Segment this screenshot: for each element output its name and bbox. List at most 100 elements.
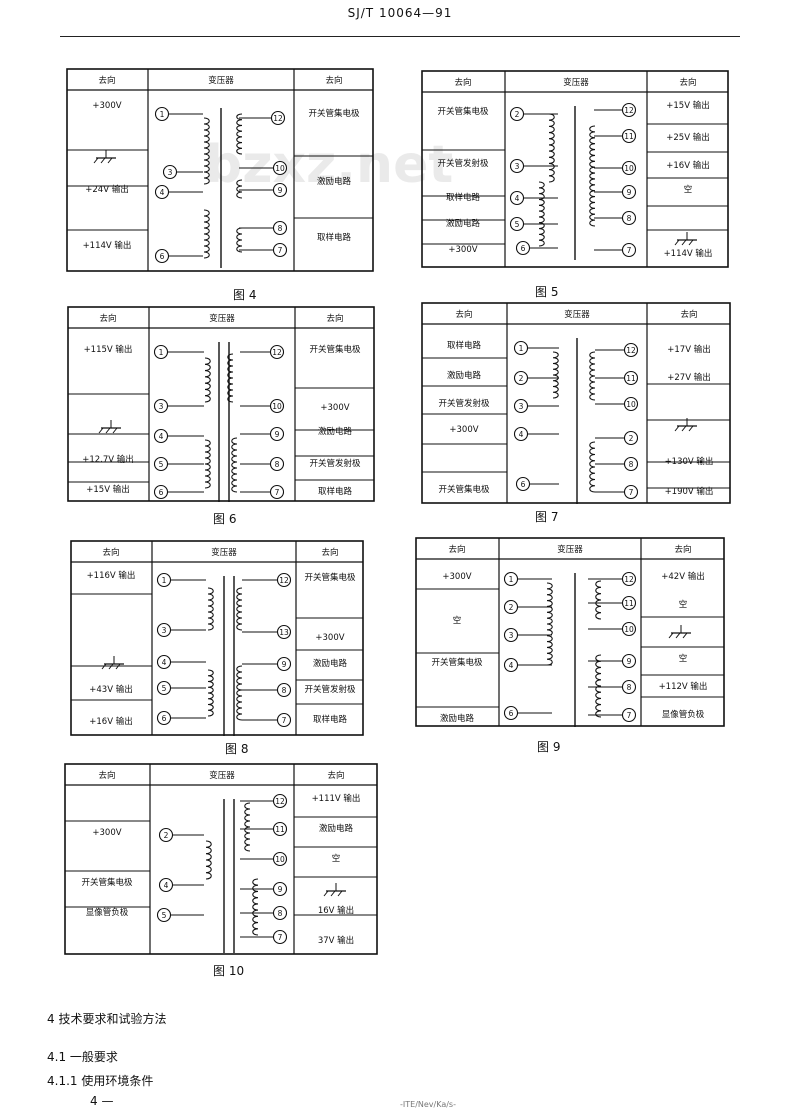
pin-number: 7 <box>278 933 283 942</box>
pin-number: 2 <box>519 374 524 383</box>
pin-circle <box>269 426 285 442</box>
pin-number: 1 <box>509 575 514 584</box>
right-destination: 开关管发射极 <box>304 684 356 695</box>
pin-circle <box>156 907 172 923</box>
ground-hatch <box>674 425 680 432</box>
figure-caption: 图 6 <box>213 512 237 526</box>
pin-number: 4 <box>164 881 169 890</box>
head-left: 去向 <box>455 309 472 320</box>
footer-mark: -ITE/Nev/Ka/s- <box>400 1100 456 1109</box>
left-destination: +114V 输出 <box>83 240 132 251</box>
ground-hatch <box>98 427 104 434</box>
pin-number: 8 <box>629 460 634 469</box>
winding <box>595 654 602 718</box>
table-frame <box>415 537 725 727</box>
pin-number: 1 <box>162 576 167 585</box>
head-right: 去向 <box>327 770 344 781</box>
pin-number: 8 <box>278 224 283 233</box>
head-mid: 变压器 <box>211 547 237 558</box>
winding <box>548 113 555 183</box>
pin-number: 6 <box>509 709 514 718</box>
winding <box>236 227 243 253</box>
left-destination: 开关管集电极 <box>437 106 489 117</box>
pin-number: 5 <box>515 220 520 229</box>
right-destination: 取样电路 <box>317 232 352 243</box>
right-destination: +300V <box>315 633 344 643</box>
ground-hatch <box>112 427 118 434</box>
ground-hatch <box>100 157 106 164</box>
right-destination: 激励电路 <box>313 658 348 669</box>
pin-number: 3 <box>519 402 524 411</box>
pin-number: 12 <box>272 348 282 357</box>
head-right: 去向 <box>321 547 338 558</box>
winding <box>236 179 243 199</box>
right-destination: +130V 输出 <box>665 456 714 467</box>
pin-circle <box>276 624 292 640</box>
ground-hatch <box>115 663 121 670</box>
figure-8: 去向变压器去向+116V 输出+43V 输出+16V 输出开关管集电极+300V… <box>70 540 364 736</box>
winding <box>203 117 210 185</box>
pin-circle <box>623 370 639 386</box>
pin-circle <box>153 428 169 444</box>
head-left: 去向 <box>454 77 471 88</box>
pin-circle <box>156 572 172 588</box>
head-left: 去向 <box>98 75 115 86</box>
pin-number: 8 <box>278 909 283 918</box>
pin-circle <box>270 110 286 126</box>
pin-number: 6 <box>162 714 167 723</box>
pin-circle <box>158 877 174 893</box>
pin-circle <box>276 572 292 588</box>
left-destination: 开关管发射极 <box>437 158 489 169</box>
right-destination: +190V 输出 <box>665 486 714 497</box>
pin-number: 10 <box>626 400 636 409</box>
head-mid: 变压器 <box>564 309 590 320</box>
right-destination: 取样电路 <box>313 714 348 725</box>
pin-number: 11 <box>626 374 636 383</box>
transformer-diagram: 去向变压器去向+115V 输出+12.7V 输出+15V 输出开关管集电极+30… <box>67 306 375 502</box>
left-destination: +116V 输出 <box>87 570 136 581</box>
ground-hatch <box>674 239 680 246</box>
pin-number: 7 <box>629 488 634 497</box>
pin-number: 9 <box>627 657 632 666</box>
pin-circle <box>153 344 169 360</box>
left-destination: +300V <box>442 572 471 582</box>
right-destination: 空 <box>332 853 341 864</box>
figure-caption: 图 5 <box>535 285 559 299</box>
winding <box>227 353 234 403</box>
winding <box>207 669 214 717</box>
pin-circle <box>158 827 174 843</box>
pin-number: 8 <box>282 686 287 695</box>
right-destination: 37V 输出 <box>318 935 354 946</box>
pin-circle <box>621 621 637 637</box>
pin-number: 9 <box>627 188 632 197</box>
pin-circle <box>272 160 288 176</box>
winding <box>236 665 243 721</box>
pin-circle <box>621 679 637 695</box>
pin-circle <box>503 599 519 615</box>
right-destination: 激励电路 <box>317 176 352 187</box>
left-destination: 开关管集电极 <box>81 877 133 888</box>
pin-circle <box>269 398 285 414</box>
right-destination: 空 <box>684 184 693 195</box>
pin-circle <box>513 398 529 414</box>
winding <box>252 878 259 936</box>
left-destination: 开关管发射极 <box>438 398 490 409</box>
left-destination: +300V <box>92 101 121 111</box>
right-destination: +25V 输出 <box>666 132 709 143</box>
ground-hatch <box>688 239 694 246</box>
pin-circle <box>272 182 288 198</box>
left-destination: 激励电路 <box>447 370 482 381</box>
right-destination: +42V 输出 <box>661 571 704 582</box>
subsubsection-heading: 4.1.1 使用环境条件 <box>47 1074 154 1088</box>
winding <box>595 580 602 620</box>
table-frame <box>66 68 374 272</box>
pin-number: 1 <box>160 110 165 119</box>
pin-number: 7 <box>278 246 283 255</box>
figure-caption: 图 4 <box>233 288 257 302</box>
figure-caption: 图 9 <box>537 740 561 754</box>
pin-number: 11 <box>624 599 634 608</box>
pin-number: 10 <box>275 164 285 173</box>
pin-number: 5 <box>162 684 167 693</box>
pin-circle <box>153 484 169 500</box>
